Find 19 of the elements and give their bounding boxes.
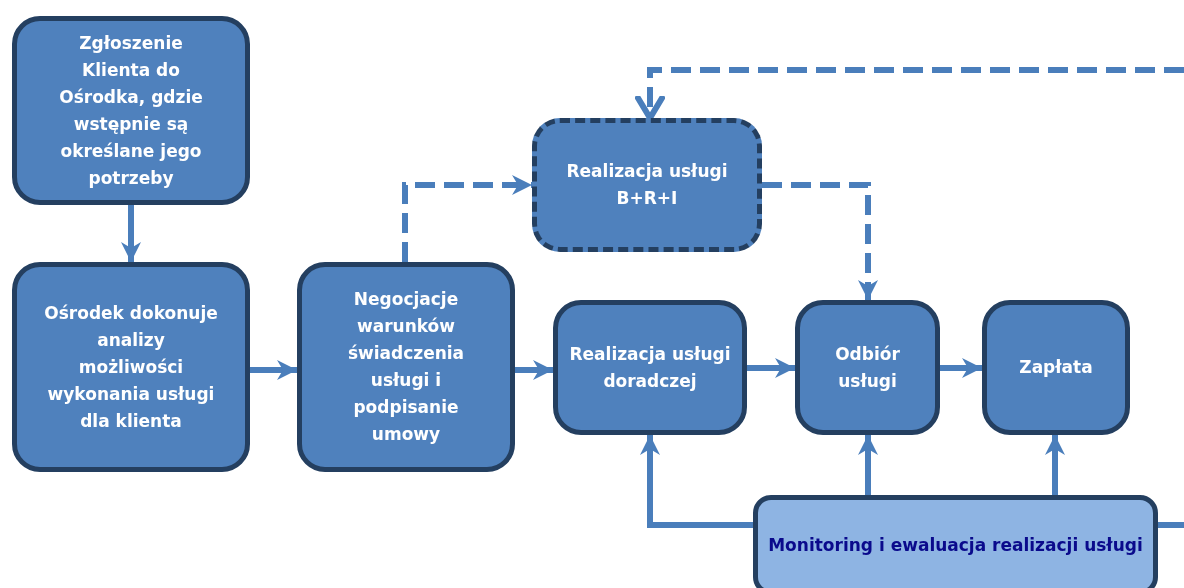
process-box: Realizacja usługi doradczej [553,300,747,435]
process-box: Odbiór usługi [795,300,940,435]
connector-line [1158,522,1184,528]
arrow [762,182,878,300]
arrow [940,358,982,378]
arrow [250,360,297,380]
arrow [402,175,532,262]
process-box: Realizacja usługi B+R+I [532,118,762,252]
process-box: Negocjacje warunków świadczenia usługi i podpisanie umowy [297,262,515,472]
monitoring-box: Monitoring i ewaluacja realizacji usługi [753,495,1158,588]
arrow [640,435,753,528]
arrow [1045,435,1065,495]
process-box: Ośrodek dokonuje analizy możliwości wykonania usługi dla klienta [12,262,250,472]
process-box: Zgłoszenie Klienta do Ośrodka, gdzie wstępnie są określane jego potrzeby [12,16,250,205]
arrow [121,205,141,262]
arrow [858,435,878,495]
arrow [747,358,795,378]
arrow [515,360,553,380]
process-box: Zapłata [982,300,1130,435]
